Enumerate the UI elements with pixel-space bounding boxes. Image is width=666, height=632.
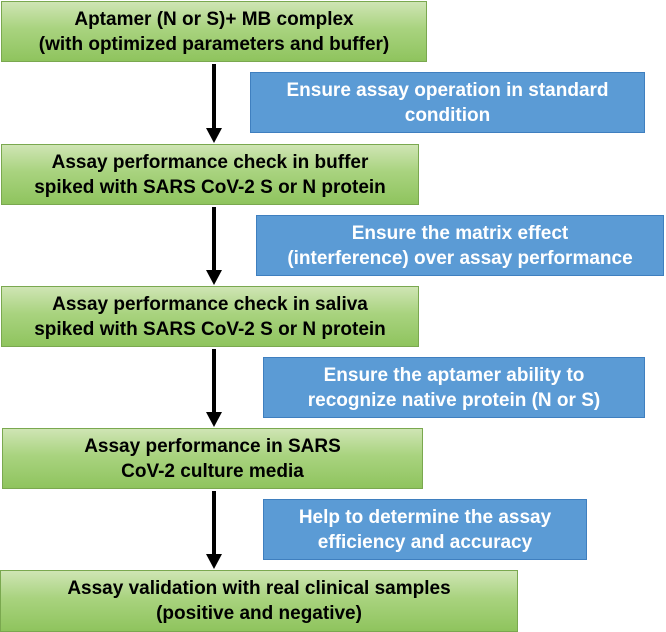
- step-saliva-check: Assay performance check in saliva spiked…: [1, 286, 419, 347]
- step-2-label: Assay performance check in buffer spiked…: [34, 151, 386, 198]
- step-4-label: Assay performance in SARS CoV-2 culture …: [84, 435, 341, 482]
- arrow-2-to-3: [206, 207, 222, 285]
- step-clinical-validation: Assay validation with real clinical samp…: [0, 570, 518, 632]
- note-native-protein: Ensure the aptamer ability to recognize …: [263, 357, 645, 418]
- note-2-label: Ensure the matrix effect (interference) …: [287, 222, 633, 269]
- arrow-1-to-2: [206, 64, 222, 143]
- note-3-label: Ensure the aptamer ability to recognize …: [307, 364, 601, 411]
- arrow-3-to-4: [206, 349, 222, 427]
- step-buffer-check: Assay performance check in buffer spiked…: [1, 144, 419, 205]
- step-5-label: Assay validation with real clinical samp…: [67, 578, 451, 624]
- step-culture-media: Assay performance in SARS CoV-2 culture …: [2, 428, 423, 489]
- note-matrix-effect: Ensure the matrix effect (interference) …: [256, 215, 664, 276]
- note-1-label: Ensure assay operation in standard condi…: [286, 79, 609, 126]
- note-4-label: Help to determine the assay efficiency a…: [298, 506, 552, 553]
- step-3-label: Assay performance check in saliva spiked…: [34, 293, 386, 340]
- arrow-4-to-5: [206, 491, 222, 569]
- step-1-label: Aptamer (N or S)+ MB complex (with optim…: [38, 8, 390, 55]
- note-efficiency-accuracy: Help to determine the assay efficiency a…: [263, 499, 587, 560]
- note-standard-condition: Ensure assay operation in standard condi…: [250, 72, 645, 133]
- step-aptamer-mb-complex: Aptamer (N or S)+ MB complex (with optim…: [1, 1, 427, 62]
